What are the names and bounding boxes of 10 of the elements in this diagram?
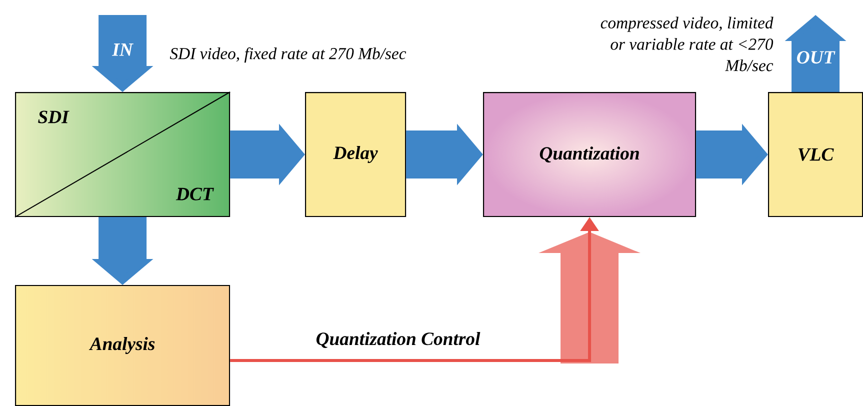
edge-label: Quantization Control [316, 332, 480, 348]
process-box: Analysis [15, 285, 230, 406]
edge-label: OUT [797, 51, 836, 64]
process-box: VLC [768, 92, 863, 218]
process-box: SDI DCT [14, 92, 230, 218]
edge-label: IN [112, 44, 134, 56]
process-box: Quantization [483, 92, 696, 218]
note: SDI video, fixed rate at 270 Mb/sec [170, 47, 406, 63]
note: compressed video, limited or variable rate at <270 Mb/sec [600, 16, 774, 72]
process-box: Delay [305, 92, 406, 218]
